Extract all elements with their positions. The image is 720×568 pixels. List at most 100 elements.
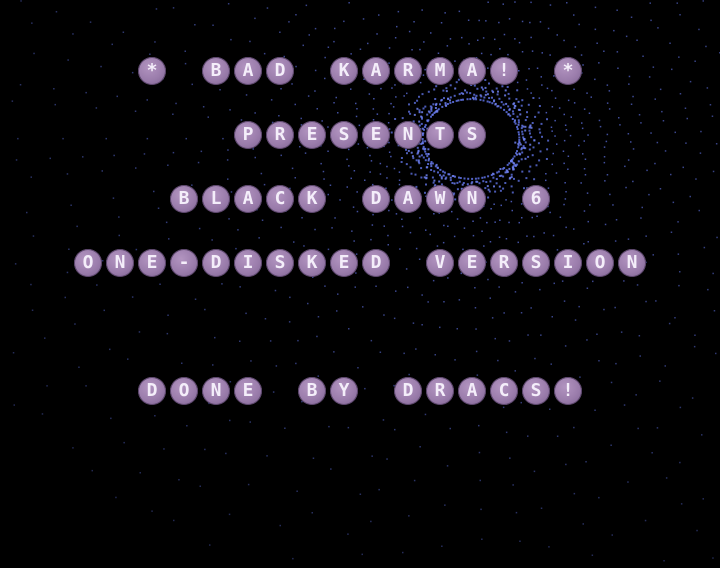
star-dot [364, 179, 366, 181]
star-dot [66, 271, 69, 274]
star-dot [500, 101, 503, 104]
star-dot [580, 54, 583, 56]
star-dot [371, 455, 373, 457]
star-dot [565, 81, 567, 83]
star-dot [418, 109, 421, 112]
star-dot [488, 101, 491, 104]
star-dot [515, 511, 518, 514]
star-dot [411, 136, 413, 139]
star-dot [505, 238, 508, 240]
star-dot [445, 194, 448, 197]
star-dot [406, 79, 409, 81]
star-dot [424, 413, 427, 416]
star-dot [526, 235, 528, 237]
star-dot [434, 165, 437, 168]
star-dot [207, 116, 209, 118]
star-dot [370, 339, 373, 342]
star-dot [387, 138, 389, 140]
star-dot [370, 520, 372, 523]
star-dot [154, 41, 156, 43]
star-dot [502, 406, 505, 409]
star-dot [453, 182, 456, 185]
star-dot [456, 328, 458, 330]
star-dot [415, 139, 418, 141]
star-dot [415, 247, 418, 250]
star-dot [407, 286, 409, 289]
star-dot [300, 117, 302, 120]
star-dot [487, 67, 489, 69]
star-dot [394, 84, 396, 86]
star-dot [465, 209, 467, 211]
star-dot [498, 236, 501, 238]
star-dot [499, 106, 502, 109]
star-dot [395, 290, 397, 292]
star-dot [691, 397, 694, 399]
star-dot [429, 233, 431, 236]
star-dot [584, 174, 587, 176]
star-dot [400, 60, 402, 62]
star-dot [413, 101, 416, 104]
star-dot [502, 75, 504, 77]
star-dot [424, 140, 427, 143]
star-dot [387, 122, 390, 124]
star-dot [473, 195, 476, 197]
star-dot [324, 285, 326, 287]
star-dot [433, 185, 436, 188]
star-dot [12, 352, 15, 354]
star-dot [370, 160, 373, 162]
star-dot [702, 498, 704, 500]
star-dot [394, 37, 397, 39]
star-dot [531, 216, 533, 219]
star-dot [522, 198, 524, 201]
star-dot [301, 217, 303, 219]
star-dot [502, 3, 504, 5]
star-dot [459, 177, 462, 179]
star-dot [556, 34, 558, 36]
star-dot [504, 171, 507, 174]
star-dot [563, 300, 566, 302]
star-dot [433, 88, 436, 91]
star-dot [533, 235, 535, 238]
star-dot [517, 241, 519, 244]
star-dot [531, 50, 534, 52]
star-dot [632, 180, 634, 183]
star-dot [442, 89, 445, 92]
star-dot [321, 207, 323, 210]
star-dot [636, 39, 638, 41]
star-dot [603, 156, 606, 158]
star-dot [489, 297, 491, 299]
star-dot [316, 335, 318, 338]
star-dot [437, 52, 440, 54]
star-dot [545, 158, 548, 160]
star-dot [295, 362, 297, 365]
star-dot [430, 115, 432, 118]
star-dot [204, 448, 206, 451]
star-dot [418, 155, 421, 158]
star-dot [493, 100, 495, 103]
star-dot [645, 235, 647, 237]
star-dot [528, 68, 530, 70]
star-dot [556, 143, 558, 145]
star-dot [307, 302, 309, 305]
star-dot [565, 129, 568, 131]
star-dot [410, 151, 413, 154]
star-dot [480, 95, 483, 98]
star-dot [302, 268, 304, 270]
star-dot [521, 170, 524, 173]
star-dot [627, 133, 630, 135]
star-dot [288, 321, 291, 323]
star-dot [499, 219, 501, 221]
star-dot [492, 91, 495, 94]
star-dot [444, 70, 446, 72]
star-dot [454, 198, 457, 201]
star-dot [135, 167, 137, 169]
star-dot [573, 228, 575, 230]
star-dot [478, 187, 481, 190]
star-dot [398, 179, 401, 181]
star-dot [617, 67, 619, 69]
star-dot [423, 128, 425, 131]
star-dot [447, 225, 449, 227]
star-dot [578, 144, 580, 147]
star-dot [379, 351, 382, 353]
star-dot [476, 374, 479, 376]
